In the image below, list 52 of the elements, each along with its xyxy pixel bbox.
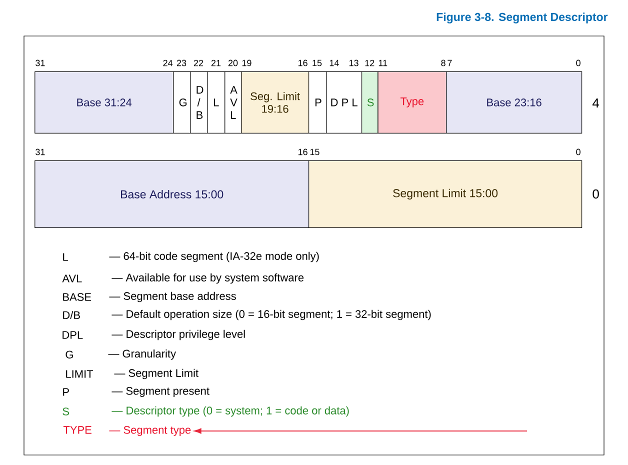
legend-text: LIMIT <box>66 370 94 378</box>
legend-text: DPL <box>62 331 83 339</box>
bit-number: 22 <box>194 60 204 66</box>
legend-text: G <box>66 350 73 358</box>
bit-number: 24 <box>163 60 173 66</box>
bit-number: 14 <box>330 60 339 66</box>
bit-number: 16 <box>298 148 308 156</box>
bit-number: 12 <box>365 60 374 66</box>
legend-text: — Descriptor type (0 = system; 1 = code or data) <box>112 406 349 417</box>
bit-number: 0 <box>576 148 580 156</box>
legend-text: — 64-bit code segment (IA-32e mode only) <box>109 252 319 262</box>
legend-text: S <box>62 408 70 416</box>
bit-field: Segment Limit 15:00 <box>308 160 582 228</box>
figure-title: Figure 3-8. Segment Descriptor <box>436 12 608 24</box>
legend-text: D/B <box>63 310 80 320</box>
legend-text: — Descriptor privilege level <box>112 330 245 340</box>
bit-field: D P L <box>326 71 362 134</box>
bit-number: 13 <box>349 60 358 66</box>
bit-number: 16 <box>298 60 308 66</box>
legend-line: TYPE — Segment type <box>63 426 191 436</box>
bit-field: P <box>308 71 327 134</box>
bit-number: 15 <box>312 60 322 66</box>
bit-number: 31 <box>36 148 45 156</box>
legend-text: P <box>63 388 69 396</box>
bit-field: Seg. Limit 19:16 <box>241 71 310 134</box>
bit-field: A V L <box>224 71 242 134</box>
bit-field: D / B <box>190 71 208 134</box>
bit-field: G <box>173 71 191 134</box>
bit-field: L <box>207 71 226 134</box>
bit-number: 8 <box>441 60 446 66</box>
bit-field: S <box>362 71 378 134</box>
bit-number: 19 <box>242 60 252 66</box>
legend-text: — Segment present <box>112 387 210 397</box>
bit-number: 7 <box>448 60 452 66</box>
arrow <box>194 428 528 434</box>
bit-number: 11 <box>378 60 388 66</box>
legend-text: — Default operation size (0 = 16-bit segment; 1 = 32-bit segment) <box>112 310 431 320</box>
bit-field: Base 23:16 <box>446 71 582 134</box>
legend-text: — Segment Limit <box>114 368 198 380</box>
bit-number: 23 <box>176 60 186 66</box>
legend-text: AVL <box>62 274 82 282</box>
legend-text: — Available for use by system software <box>112 273 304 284</box>
bit-field: Type <box>378 71 447 134</box>
legend-text: BASE <box>63 293 92 301</box>
bit-number: 15 <box>310 148 320 156</box>
legend-text: — Granularity <box>108 349 176 360</box>
legend-text: — Segment base address <box>109 292 236 302</box>
bit-field: Base 31:24 <box>34 71 174 134</box>
bit-number: 20 <box>228 60 238 66</box>
legend-text: L <box>63 253 68 261</box>
bit-number: 21 <box>211 60 221 66</box>
bit-field: Base Address 15:00 <box>34 160 310 228</box>
